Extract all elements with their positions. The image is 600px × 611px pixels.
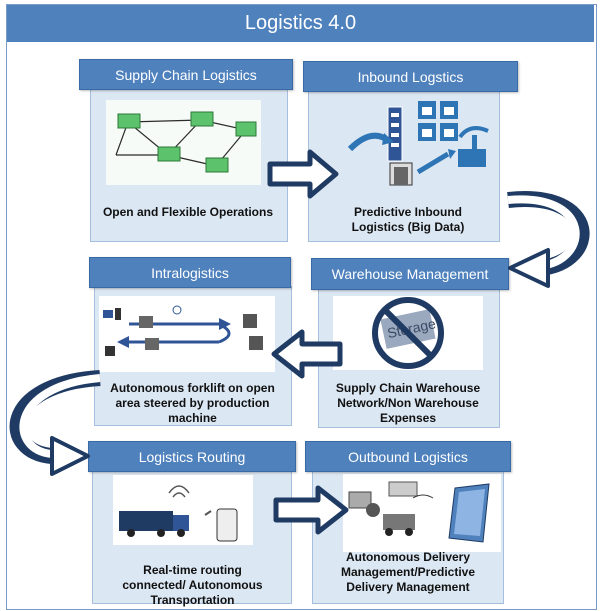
arrow-supply-to-inbound bbox=[267, 149, 339, 199]
header-outbound-logistics: Outbound Logistics bbox=[305, 441, 511, 472]
network-icon bbox=[115, 111, 257, 173]
caption-supply-chain: Open and Flexible Operations bbox=[102, 205, 274, 219]
no-storage-icon: Storage bbox=[372, 297, 444, 369]
truck-illustration bbox=[113, 475, 253, 545]
header-inbound-logistics: Inbound Logstics bbox=[303, 61, 518, 92]
outbound-icon bbox=[348, 481, 490, 543]
forklift-illustration bbox=[99, 296, 275, 372]
no-storage-illustration: Storage bbox=[333, 296, 483, 370]
arrow-intralogistics-to-routing bbox=[9, 370, 101, 476]
header-logistics-routing: Logistics Routing bbox=[88, 441, 296, 472]
inbound-illustration bbox=[340, 97, 490, 197]
arrow-inbound-to-warehouse bbox=[507, 191, 590, 288]
caption-intralogistics: Autonomous forklift on open area steered… bbox=[110, 381, 275, 425]
header-intralogistics: Intralogistics bbox=[89, 257, 291, 288]
outbound-illustration bbox=[343, 474, 501, 552]
forklift-icon bbox=[103, 305, 263, 356]
arrow-warehouse-to-intralogistics bbox=[271, 329, 343, 379]
network-illustration bbox=[106, 100, 261, 185]
arrow-routing-to-outbound bbox=[273, 485, 349, 535]
caption-warehouse: Supply Chain Warehouse Network/Non Wareh… bbox=[335, 381, 481, 425]
header-warehouse-management: Warehouse Management bbox=[311, 258, 509, 290]
caption-inbound: Predictive Inbound Logistics (Big Data) bbox=[351, 205, 465, 234]
caption-outbound: Autonomous Delivery Management/Predictiv… bbox=[340, 550, 476, 594]
inbound-icon bbox=[347, 101, 489, 186]
truck-phone-icon bbox=[119, 485, 238, 542]
header-supply-chain-logistics: Supply Chain Logistics bbox=[79, 59, 293, 90]
caption-routing: Real-time routing connected/ Autonomous … bbox=[122, 563, 263, 607]
diagram-title: Logistics 4.0 bbox=[7, 5, 594, 42]
